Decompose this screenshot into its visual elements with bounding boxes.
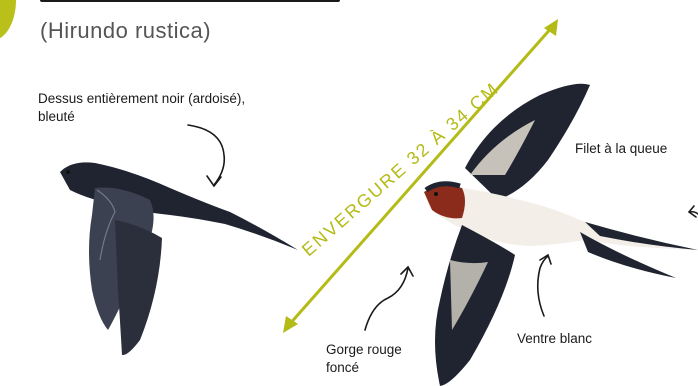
label-tail-streamer: Filet à la queue	[575, 140, 667, 158]
label-upper-parts: Dessus entièrement noir (ardoisé), bleut…	[38, 90, 248, 126]
label-belly: Ventre blanc	[517, 330, 592, 348]
swallow-back-view	[60, 162, 298, 355]
label-throat: Gorge rouge foncé	[326, 341, 436, 377]
